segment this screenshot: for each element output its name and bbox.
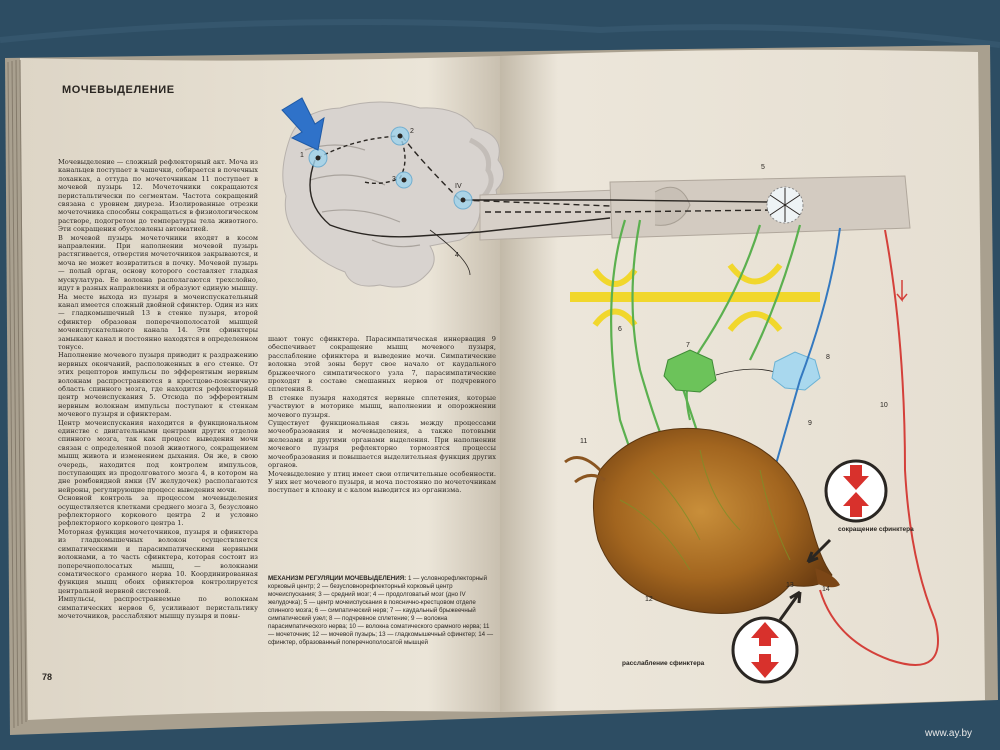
label-14: 14: [822, 586, 830, 593]
contraction-arrows-icon: [824, 459, 888, 523]
page-number: 78: [42, 672, 53, 682]
label-2: 2: [410, 128, 414, 135]
ureter: [564, 456, 606, 484]
sympathetic-trunk: [570, 292, 820, 302]
bladder-illustration: [592, 427, 833, 614]
label-relaxation: расслабление сфинктера: [622, 660, 705, 667]
urethra: [815, 568, 840, 588]
section-title: МОЧЕВЫДЕЛЕНИЕ: [62, 84, 175, 96]
red-nerve: [819, 229, 939, 666]
label-6: 6: [618, 326, 622, 333]
right-page: [500, 49, 985, 712]
label-1: 1: [300, 152, 304, 159]
plexus-8: [771, 351, 821, 391]
label-9: 9: [808, 420, 812, 427]
label-13: 13: [786, 582, 794, 589]
label-contraction: сокращение сфинктера: [838, 526, 914, 533]
relaxation-arrows-icon: [731, 616, 799, 684]
page-stack-left: [7, 59, 27, 729]
figure-caption: МЕХАНИЗМ РЕГУЛЯЦИИ МОЧЕВЫДЕЛЕНИЯ: 1 — ус…: [268, 575, 496, 647]
label-7: 7: [686, 342, 690, 349]
label-3: 3: [392, 176, 396, 183]
caption-body: 1 — условнорефлекторный корковый центр; …: [268, 575, 494, 646]
caption-title: МЕХАНИЗМ РЕГУЛЯЦИИ МОЧЕВЫДЕЛЕНИЯ:: [268, 575, 407, 582]
label-4: 4: [455, 252, 459, 259]
label-10: 10: [880, 402, 888, 409]
label-5: 5: [761, 164, 765, 171]
label-8: 8: [826, 354, 830, 361]
ganglion-7: [663, 349, 717, 393]
blue-arrow-icon: [281, 97, 325, 151]
right-column-text: шают тонус сфинктера. Парасимпатическая …: [268, 335, 496, 495]
label-iv: IV: [455, 183, 462, 190]
left-column-text: Мочевыделение — сложный рефлекторный акт…: [58, 158, 258, 620]
label-11: 11: [580, 438, 588, 445]
neural-pathways: [309, 135, 776, 238]
label-12: 12: [645, 596, 653, 603]
watermark: www.ay.by: [925, 728, 973, 739]
